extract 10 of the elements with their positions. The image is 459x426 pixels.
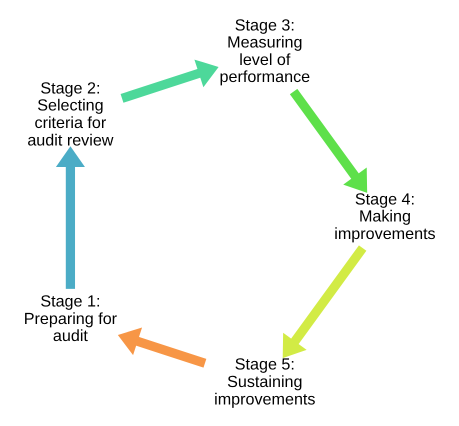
node-text: Stage 2: Selecting criteria for audit review <box>26 79 113 150</box>
arrow <box>282 245 366 358</box>
arrow <box>120 60 218 103</box>
arrow <box>55 146 84 289</box>
node-text: Stage 3: Measuring level of performance <box>219 16 310 86</box>
arrow <box>117 328 206 368</box>
arrow <box>289 88 367 193</box>
node-text: Stage 1: Preparing for audit <box>23 292 117 346</box>
node-text: Stage 4: Making improvements <box>334 190 436 243</box>
node-text: Stage 5: Sustaining improvements <box>214 356 316 408</box>
